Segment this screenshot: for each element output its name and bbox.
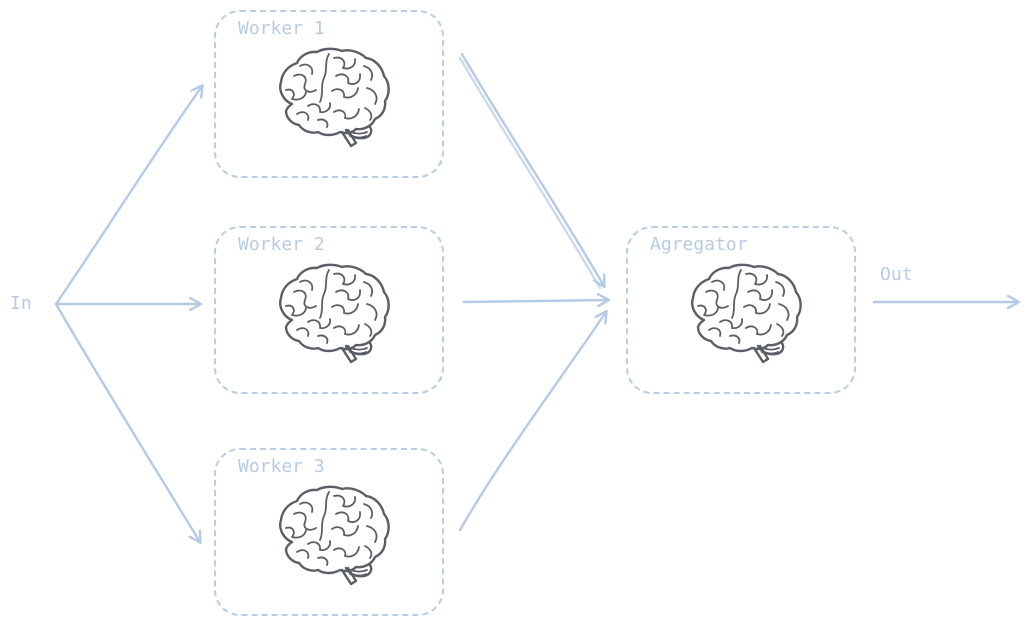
worker-3-title: Worker 3 (238, 456, 325, 477)
edge-worker-3-to-aggregator (458, 312, 606, 532)
worker-2-node: Worker 2 (214, 226, 444, 394)
aggregator-node: Agregator (626, 226, 856, 394)
edge-worker-2-to-aggregator (462, 300, 608, 302)
worker-2-title: Worker 2 (238, 234, 325, 255)
output-label: Out (880, 264, 913, 285)
input-label: In (10, 293, 32, 314)
brain-icon (691, 263, 802, 364)
brain-icon (279, 47, 390, 148)
worker-1-title: Worker 1 (238, 18, 325, 39)
edge-in-to-worker-3 (54, 302, 200, 542)
edge-worker-1-to-aggregator (460, 52, 604, 286)
edge-in-to-worker-1 (54, 86, 202, 306)
brain-icon (279, 485, 390, 586)
aggregator-title: Agregator (650, 234, 748, 255)
worker-3-node: Worker 3 (214, 448, 444, 616)
brain-icon (279, 263, 390, 364)
worker-1-node: Worker 1 (214, 10, 444, 178)
edge-worker-1-to-aggregator-shadow (458, 56, 602, 290)
